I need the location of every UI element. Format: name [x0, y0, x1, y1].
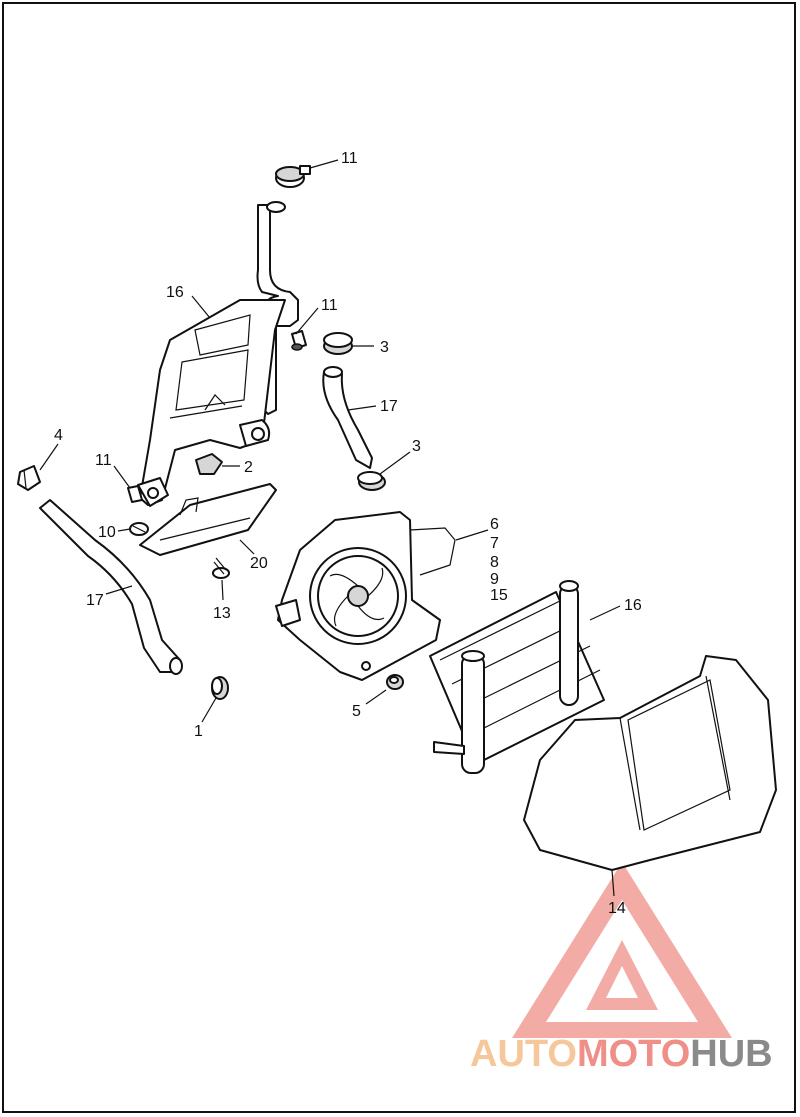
shroud-part-15 [523, 655, 777, 871]
hose-part-19 [322, 366, 373, 469]
clamp-part-12 [275, 165, 311, 188]
watermark-part-1: AUTO [470, 1033, 577, 1075]
callout-20: 20 [250, 555, 268, 572]
screw-part-13 [212, 557, 230, 579]
callout-3-lower: 3 [412, 438, 421, 455]
bolt-part-11-lower [127, 485, 143, 503]
watermark-logo [512, 862, 732, 1038]
grommet-part-5 [386, 674, 404, 690]
ring-part-3-top [323, 332, 353, 355]
callout-18: 17 [86, 592, 104, 609]
callout-6: 6 [490, 516, 499, 533]
callout-19: 17 [380, 398, 398, 415]
fan-assembly-parts-6-9-16 [275, 511, 456, 681]
callout-16: 15 [490, 587, 508, 604]
hose-part-18 [39, 499, 183, 675]
clip-part-2 [195, 453, 223, 475]
callout-17: 16 [624, 597, 642, 614]
callout-2: 2 [244, 459, 253, 476]
radiator-part-17 [429, 580, 605, 774]
cover-part-20 [139, 483, 277, 556]
watermark-part-3: HUB [690, 1033, 772, 1075]
bolt-part-11-upper [291, 330, 307, 351]
callout-13: 13 [213, 605, 231, 622]
bracket-frame-part-14 [137, 299, 286, 507]
callout-9: 9 [490, 571, 499, 588]
callout-11-upper: 11 [321, 297, 338, 314]
callout-7: 7 [490, 535, 499, 552]
callout-labels: 11 11 3 17 3 16 2 4 11 10 20 13 17 1 5 6… [54, 150, 642, 917]
callout-12: 11 [341, 150, 358, 167]
watermark-part-2: MOTO [577, 1033, 690, 1075]
callout-11-lower: 11 [95, 452, 112, 469]
callout-8: 8 [490, 554, 499, 571]
callout-14: 16 [166, 284, 184, 301]
callout-3-upper: 3 [380, 339, 389, 356]
cap-part-1 [211, 676, 229, 700]
callout-5: 5 [352, 703, 361, 720]
clamp-part-4 [17, 465, 41, 491]
ring-part-3-bottom [357, 471, 386, 491]
watermark-text: AUTOMOTOHUB [470, 1033, 773, 1075]
callout-15: 14 [608, 900, 626, 917]
callout-1: 1 [194, 723, 203, 740]
callout-10: 10 [98, 524, 116, 541]
leader-lines [39, 159, 621, 897]
screw-part-10 [129, 522, 149, 536]
callout-4: 4 [54, 427, 63, 444]
